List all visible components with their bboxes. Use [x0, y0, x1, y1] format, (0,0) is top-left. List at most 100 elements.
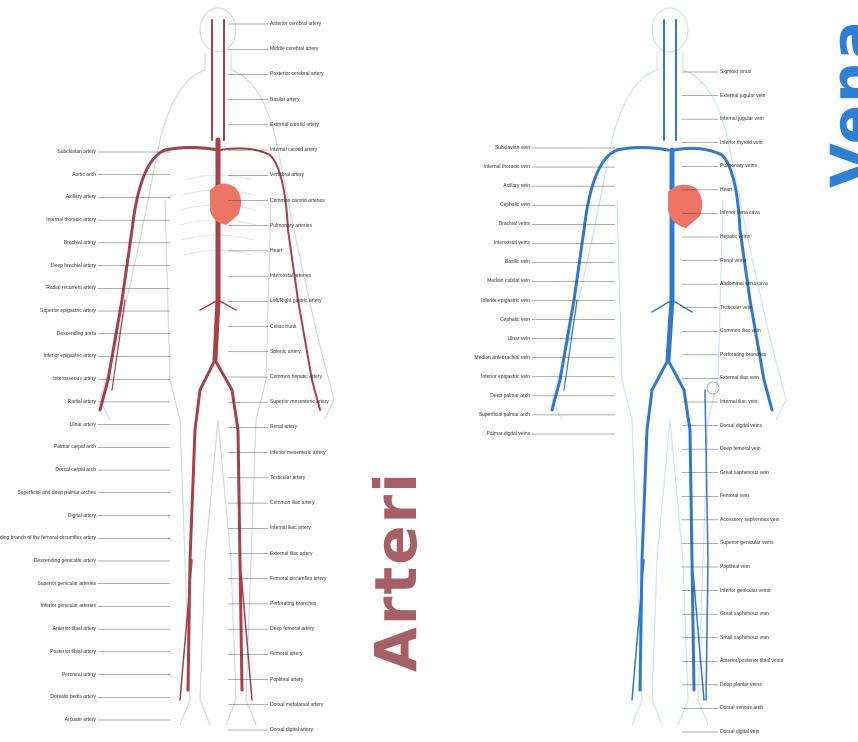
artery-leaders-left: [98, 152, 170, 720]
vein-right-label: Abdominal vena cava: [720, 281, 768, 288]
vein-right-label: Internal jugular vein: [720, 116, 764, 123]
artery-right-label: Internal carotid artery: [270, 147, 317, 154]
vein-right-label: Small saphenous vein: [720, 635, 769, 642]
vein-left-label: Inferior epigastric vein: [481, 374, 530, 381]
artery-left-label: Aortic arch: [72, 172, 96, 179]
artery-left-label: Palmar carpal arch: [54, 444, 96, 451]
artery-right-label: Dorsal digital artery: [270, 727, 313, 734]
artery-left-label: Descending branch of the femoral circumf…: [0, 535, 96, 542]
veins-title: Vena: [818, 19, 858, 188]
vein-right-label: Great saphenous vein: [720, 470, 769, 477]
artery-right-label: Anterior cerebral artery: [270, 21, 321, 28]
artery-left-label: Internal thoracic artery: [46, 217, 96, 224]
artery-figure: [98, 8, 334, 730]
vein-detail-circle: [707, 382, 719, 394]
vein-leaders-left: [532, 148, 615, 434]
artery-right-label: Basilar artery: [270, 97, 299, 104]
artery-right-label: External iliac artery: [270, 551, 313, 558]
artery-left-label: Interosseous artery: [53, 376, 96, 383]
artery-right-label: Perforating branches: [270, 601, 316, 608]
artery-left-label: Deep brachial artery: [51, 263, 96, 270]
vein-right-label: Inferior genicular veins: [720, 588, 770, 595]
vein-left-label: Cephalic vein: [500, 202, 530, 209]
artery-right-label: Femoral circumflex artery: [270, 576, 326, 583]
vein-right-label: Superior genicular veins: [720, 540, 774, 547]
vein-right-label: Heart: [720, 187, 732, 194]
vein-right-label: Accessory saphenous vein: [720, 517, 779, 524]
artery-left-label: Peroneal artery: [62, 672, 96, 679]
vein-right-label: Dorsal venous arch: [720, 705, 763, 712]
vein-right-label: External jugular vein: [720, 93, 765, 100]
vein-left-label: Superficial palmar arch: [479, 412, 530, 419]
vein-right-label: Pulmonary veins: [720, 163, 757, 170]
artery-right-label: Femoral artery: [270, 651, 303, 658]
artery-right-label: Common iliac artery: [270, 500, 314, 507]
artery-left-label: Dorsalis pedis artery: [50, 694, 96, 701]
artery-right-label: Renal artery: [270, 424, 297, 431]
vein-left-label: Axillary vein: [503, 183, 530, 190]
vein-left-label: Palmar digital veins: [487, 431, 530, 438]
artery-left-label: Radial recurrent artery: [46, 285, 96, 292]
vein-right-label: External iliac vein: [720, 375, 759, 382]
artery-left-label: Inferior genicular arteries: [41, 603, 96, 610]
artery-left-label: Inferior epigastric artery: [43, 353, 96, 360]
artery-right-label: Intercostal arteries: [270, 273, 311, 280]
artery-right-label: Heart: [270, 248, 282, 255]
artery-right-label: Celiac trunk: [270, 324, 296, 331]
artery-right-label: Splenic artery: [270, 349, 301, 356]
artery-left-label: Axillary artery: [66, 194, 96, 201]
artery-right-label: Posterior cerebral artery: [270, 71, 324, 78]
vein-right-label: Inferior vena cava: [720, 210, 760, 217]
artery-leaders-right: [228, 24, 268, 730]
artery-left-label: Descending aorta: [57, 331, 96, 338]
vein-left-label: Ulnar vein: [507, 336, 530, 343]
vein-right-label: Dorsal digital vein: [720, 729, 759, 736]
artery-left-label: Anterior tibial artery: [53, 626, 96, 633]
artery-right-label: Popliteal artery: [270, 677, 303, 684]
vein-left-label: Cephalic vein: [500, 317, 530, 324]
artery-right-label: Deep femoral artery: [270, 626, 314, 633]
artery-right-label: External carotid artery: [270, 122, 319, 129]
artery-right-label: Common hepatic artery: [270, 374, 322, 381]
arteries-title: Arteri: [362, 471, 430, 672]
artery-left-label: Brachial artery: [64, 240, 96, 247]
artery-left-label: Digital artery: [68, 513, 96, 520]
artery-right-label: Left/Right gastric artery: [270, 298, 322, 305]
vein-left-label: Deep palmar arch: [490, 393, 530, 400]
vein-right-label: Anterior/posterior tibial veins: [720, 658, 783, 665]
vein-right-label: Inferior thyroid vein: [720, 140, 763, 147]
vein-right-label: Dorsal digital veins: [720, 423, 762, 430]
artery-right-label: Vertebral artery: [270, 172, 304, 179]
vein-right-label: Common iliac vein: [720, 328, 761, 335]
vein-right-label: Deep femoral vein: [720, 446, 761, 453]
vein-left-label: Median antebrachial vein: [474, 355, 530, 362]
artery-left-label: Dorsal carpal arch: [55, 467, 96, 474]
artery-right-label: Internal iliac artery: [270, 525, 311, 532]
artery-left-label: Posterior tibial artery: [50, 649, 96, 656]
artery-right-label: Pulmonary arteries: [270, 223, 312, 230]
artery-left-label: Superior genicular arteries: [37, 581, 96, 588]
artery-left-label: Ulnar artery: [70, 422, 96, 429]
vein-left-label: Brachial veins: [499, 221, 530, 228]
vein-left-label: Internal thoracic vein: [484, 164, 530, 171]
artery-left-label: Superficial and deep palmar arches: [17, 490, 96, 497]
vein-right-label: Sigmoid sinus: [720, 69, 751, 76]
artery-right-label: Dorsal metatarsal artery: [270, 702, 323, 709]
artery-right-label: Middle cerebral artery: [270, 46, 318, 53]
vein-left-label: Inferior epigastric vein: [481, 298, 530, 305]
vein-left-label: Intercostal veins: [494, 240, 530, 247]
vein-left-label: Median cubital vein: [487, 278, 530, 285]
artery-left-label: Superior epigastric artery: [40, 308, 96, 315]
artery-left-label: Descending genicular artery: [34, 558, 96, 565]
vein-right-label: Perforating branches: [720, 352, 766, 359]
vein-right-label: Great saphenous vein: [720, 611, 769, 618]
vein-right-label: Hepatic veins: [720, 234, 750, 241]
vein-right-label: Internal iliac vein: [720, 399, 757, 406]
vein-left-label: Basilic vein: [505, 259, 530, 266]
artery-left-label: Arcuate artery: [65, 717, 96, 724]
artery-heart: [210, 183, 241, 225]
vein-left-label: Subclavian vein: [495, 145, 530, 152]
vein-right-label: Renal veins: [720, 258, 746, 265]
artery-right-label: Inferior mesenteric artery: [270, 450, 326, 457]
